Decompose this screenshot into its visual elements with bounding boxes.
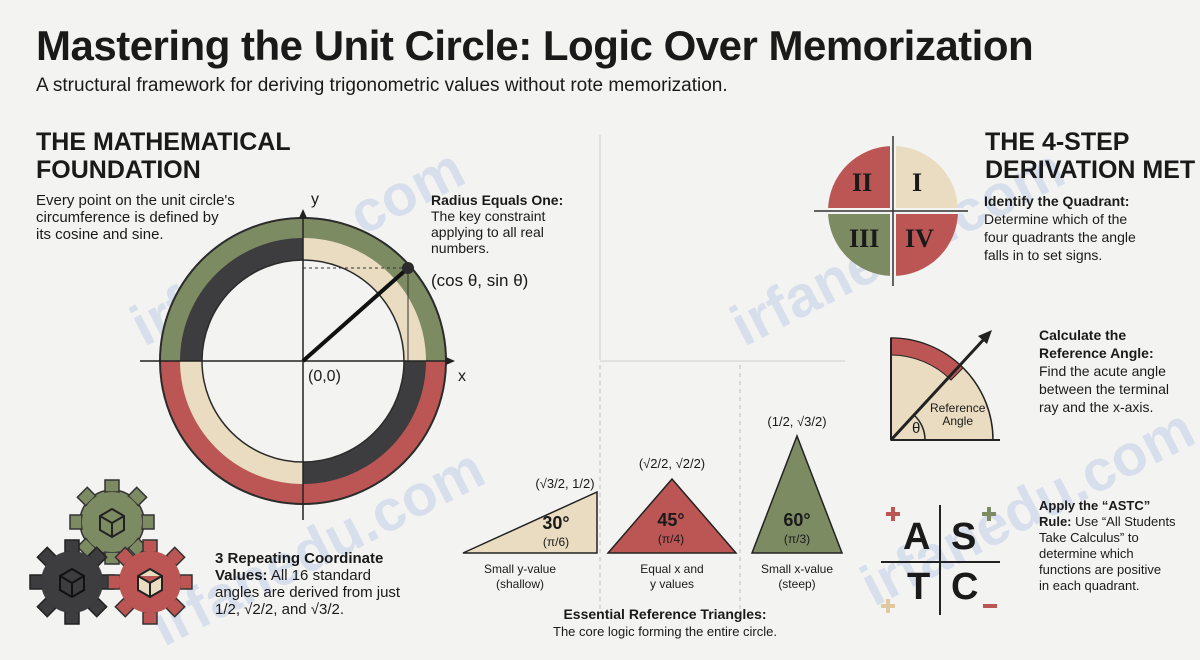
quadrant-label-3: III [849, 224, 880, 253]
triangle-60-coords: (1/2, √3/2) [767, 414, 827, 429]
astc-letter-s: S [951, 516, 977, 558]
gear-icon-red [107, 539, 193, 625]
step-1: Identify the Quadrant: Determine which o… [984, 193, 1136, 263]
theta-label: θ [912, 420, 921, 437]
page-title: Mastering the Unit Circle: Logic Over Me… [36, 22, 1034, 69]
triangle-60-radian: (π/3) [783, 532, 811, 546]
coordinate-values-note: 3 Repeating Coordinate Values: All 16 st… [215, 550, 401, 618]
step-3: Apply the “ASTC” Rule: Use “All Students… [1039, 498, 1176, 593]
left-intro: Every point on the unit circle's circumf… [36, 192, 235, 243]
y-axis-label: y [311, 191, 319, 208]
triangle-30-radian: (π/6) [542, 535, 570, 549]
origin-label: (0,0) [308, 368, 341, 385]
step-2: Calculate the Reference Angle: Find the … [1039, 327, 1169, 415]
plus-icon [886, 507, 900, 521]
astc-letter-c: C [951, 566, 979, 608]
x-axis-label: x [458, 368, 466, 385]
astc-letter-a: A [903, 516, 931, 558]
right-heading: THE 4-STEP DERIVATION MET [985, 128, 1196, 184]
page-subtitle: A structural framework for deriving trig… [36, 75, 728, 96]
quadrant-label-4: IV [905, 224, 934, 253]
astc-letter-t: T [907, 566, 931, 608]
gear-icon-dark [29, 539, 115, 625]
plus-icon [881, 599, 895, 613]
gear-cluster-icon [29, 479, 193, 625]
astc-diagram [881, 505, 1000, 615]
triangle-30-angle: 30° [542, 513, 570, 533]
left-heading: THE MATHEMATICAL FOUNDATION [36, 128, 291, 184]
triangle-45-coords: (√2/2, √2/2) [638, 456, 706, 471]
triangle-45-radian: (π/4) [657, 532, 685, 546]
plus-icon [982, 507, 996, 521]
circle-point [402, 262, 414, 274]
triangle-30 [462, 490, 598, 554]
radius-note: Radius Equals One: The key constraint ap… [431, 192, 564, 256]
triangle-45-angle: 45° [657, 510, 685, 530]
triangle-60-angle: 60° [783, 510, 811, 530]
quadrant-label-2: II [852, 168, 873, 197]
point-label: (cos θ, sin θ) [431, 271, 529, 290]
radius-line [301, 266, 410, 363]
triangles-caption: Essential Reference Triangles: The core … [553, 606, 777, 639]
triangle-60 [750, 433, 844, 554]
reference-angle-diagram [889, 330, 1000, 442]
triangle-30-coords: (√3/2, 1/2) [535, 476, 595, 491]
terminal-ray [889, 336, 987, 442]
unit-circle [140, 209, 455, 520]
triangle-60-desc: Small x-value(steep) [760, 562, 834, 591]
triangle-45 [606, 477, 738, 554]
quadrant-diagram [814, 136, 968, 286]
triangle-30-desc: Small y-value(shallow) [483, 562, 557, 591]
gear-icon-olive [69, 479, 155, 565]
quadrant-label-1: I [912, 168, 923, 197]
